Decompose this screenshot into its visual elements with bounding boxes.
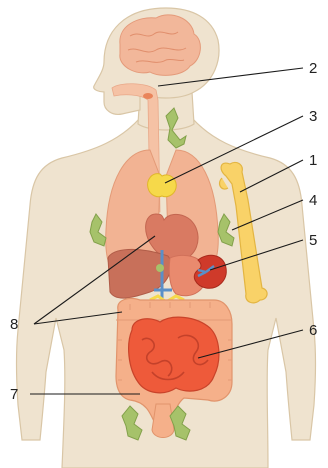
callout-4: 4 xyxy=(309,192,317,209)
callout-7: 7 xyxy=(10,386,18,403)
callout-8: 8 xyxy=(10,316,18,333)
leader-line-6 xyxy=(198,330,303,358)
leader-line-4 xyxy=(232,200,303,230)
callout-1: 1 xyxy=(309,152,317,169)
leader-line-1 xyxy=(240,160,303,192)
callout-3: 3 xyxy=(309,108,317,125)
callout-6: 6 xyxy=(309,322,317,339)
leader-line-8a xyxy=(34,236,155,324)
callout-2: 2 xyxy=(309,60,317,77)
leader-line-3 xyxy=(165,116,303,183)
leader-line-2 xyxy=(158,68,303,86)
callout-5: 5 xyxy=(309,232,317,249)
leader-line-5 xyxy=(210,240,303,270)
